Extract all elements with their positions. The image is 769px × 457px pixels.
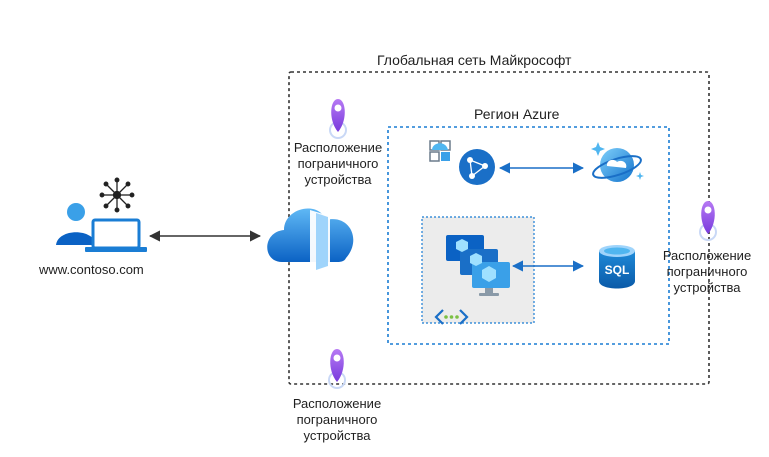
edge-location-label-bottom: Расположение пограничного устройства	[282, 396, 392, 444]
edge-location-line3: устройства	[304, 172, 372, 187]
edge-location-line3: устройства	[673, 280, 741, 295]
edge-location-pin-icon	[699, 201, 717, 241]
virtual-machines-icon	[446, 235, 510, 296]
edge-location-label-top: Расположение пограничного устройства	[283, 140, 393, 188]
sql-database-icon: SQL	[599, 245, 635, 289]
azure-region-title: Регион Azure	[474, 106, 560, 122]
edge-location-label-right: Расположение пограничного устройства	[652, 248, 762, 296]
edge-location-line2: пограничного	[296, 412, 378, 427]
edge-location-line2: пограничного	[666, 264, 748, 279]
virtual-network-icon	[434, 309, 469, 325]
app-service-icon	[429, 140, 495, 185]
edge-location-line3: устройства	[303, 428, 371, 443]
user-laptop-icon	[56, 203, 147, 252]
azure-region-boundary	[387, 126, 670, 345]
global-network-title: Глобальная сеть Майкрософт	[377, 52, 572, 68]
edge-location-line1: Расположение	[292, 396, 382, 411]
client-url-label: www.contoso.com	[39, 262, 144, 277]
edge-location-line1: Расположение	[293, 140, 383, 155]
edge-location-line2: пограничного	[297, 156, 379, 171]
network-hub-icon	[99, 177, 135, 213]
edge-location-pin-icon	[328, 349, 346, 389]
edge-location-pin-icon	[329, 99, 347, 139]
edge-location-line1: Расположение	[662, 248, 752, 263]
cosmos-db-icon	[591, 142, 644, 182]
front-door-icon	[267, 208, 354, 274]
sql-label: SQL	[605, 263, 630, 277]
